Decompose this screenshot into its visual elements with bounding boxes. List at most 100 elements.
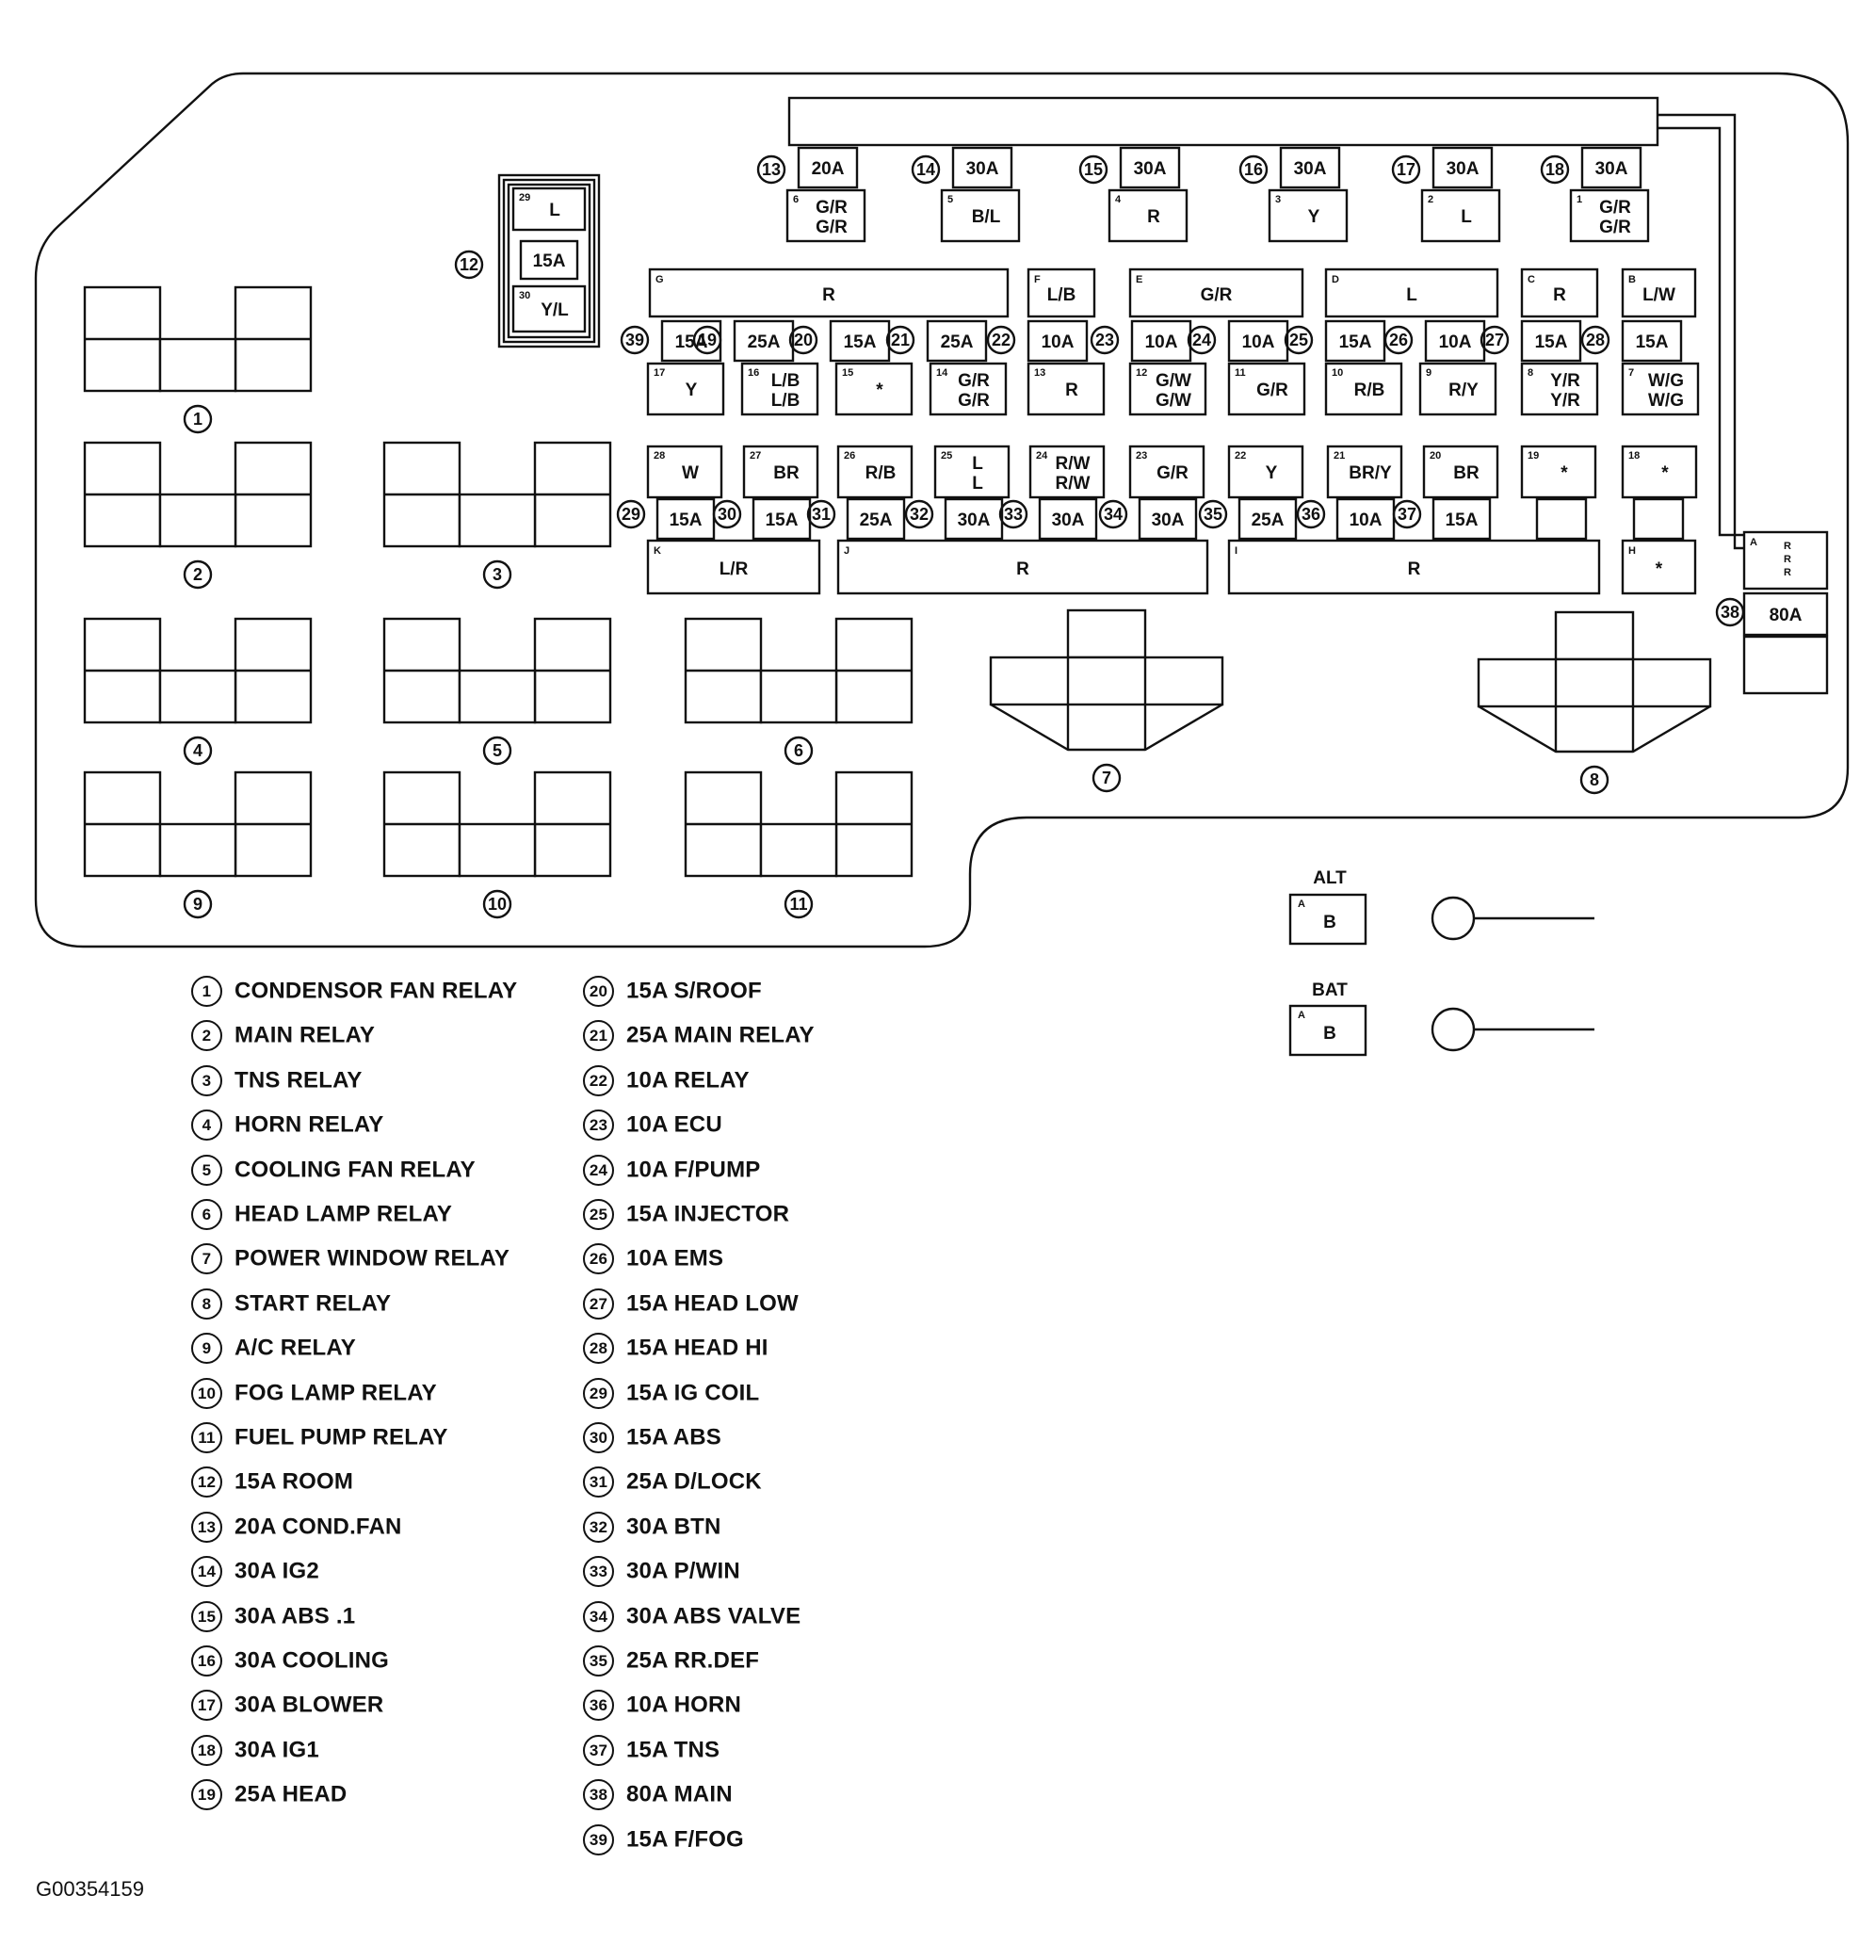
- bus-C[interactable]: CR: [1520, 267, 1599, 318]
- fuse-17-terminal[interactable]: 2L: [1420, 188, 1501, 243]
- terminal-10-wire: R/B: [1354, 381, 1385, 400]
- bat-pin: A: [1298, 1010, 1305, 1021]
- room-fuse-bottom-terminal[interactable]: 30Y/L: [511, 284, 587, 333]
- bus-K[interactable]: KL/R: [646, 539, 821, 595]
- fuse-16[interactable]: 30A: [1279, 146, 1341, 189]
- bus-J[interactable]: JR: [836, 539, 1209, 595]
- bus-B[interactable]: BL/W: [1621, 267, 1697, 318]
- fuse-34[interactable]: 30A: [1138, 497, 1198, 541]
- legend-number: 21: [583, 1020, 614, 1052]
- relay-5[interactable]: 5: [382, 617, 612, 766]
- fuse-31[interactable]: 25A: [846, 497, 906, 541]
- fuse-callout-34-number: 34: [1104, 505, 1123, 524]
- relay-9[interactable]: 9: [83, 770, 313, 919]
- fuse-slot-empty[interactable]: [1535, 497, 1588, 541]
- fuse-28[interactable]: 15A: [1621, 319, 1683, 363]
- terminal-22[interactable]: 22Y: [1227, 445, 1304, 499]
- fuse-17[interactable]: 30A: [1431, 146, 1494, 189]
- bus-I[interactable]: IR: [1227, 539, 1601, 595]
- fuse-32[interactable]: 30A: [944, 497, 1004, 541]
- relay-1[interactable]: 1: [83, 285, 313, 434]
- fuse-callout-35: 35: [1198, 499, 1228, 529]
- alt-terminal[interactable]: ALT A B: [1288, 868, 1367, 946]
- terminal-25-wire: L: [972, 454, 983, 474]
- relay-10[interactable]: 10: [382, 770, 612, 919]
- bus-F[interactable]: FL/B: [1027, 267, 1096, 318]
- fuse-18-rating: 30A: [1595, 159, 1628, 179]
- terminal-26[interactable]: 26R/B: [836, 445, 914, 499]
- fuse-15-terminal[interactable]: 4R: [1108, 188, 1189, 243]
- fuse-14[interactable]: 30A: [951, 146, 1013, 189]
- fuse-13[interactable]: 20A: [797, 146, 859, 189]
- fuse-24[interactable]: 10A: [1227, 319, 1289, 363]
- fuse-33[interactable]: 30A: [1038, 497, 1098, 541]
- fuse-16-terminal[interactable]: 3Y: [1268, 188, 1349, 243]
- bus-G[interactable]: GR: [648, 267, 1010, 318]
- terminal-28[interactable]: 28W: [646, 445, 723, 499]
- terminal-17[interactable]: 17Y: [646, 362, 725, 416]
- bus-D[interactable]: DL: [1324, 267, 1499, 318]
- relay-7[interactable]: 7: [989, 608, 1224, 793]
- fuse-35[interactable]: 25A: [1237, 497, 1298, 541]
- fuse-22[interactable]: 10A: [1027, 319, 1089, 363]
- terminal-23[interactable]: 23G/R: [1128, 445, 1205, 499]
- fuse-12[interactable]: 15A: [519, 239, 579, 281]
- legend-number: 39: [583, 1823, 614, 1855]
- fuse-callout-32-number: 32: [910, 505, 929, 524]
- fuse-callout-19: 19: [692, 325, 722, 355]
- terminal-10[interactable]: 10R/B: [1324, 362, 1403, 416]
- relay-6[interactable]: 6: [684, 617, 914, 766]
- terminal-15[interactable]: 15*: [834, 362, 914, 416]
- fuse-37[interactable]: 15A: [1431, 497, 1492, 541]
- terminal-18[interactable]: 18*: [1621, 445, 1698, 499]
- fuse-14-terminal[interactable]: 5B/L: [940, 188, 1021, 243]
- bat-terminal[interactable]: BAT A B: [1288, 980, 1367, 1057]
- relay-2-number: 2: [193, 565, 202, 584]
- fuse-18[interactable]: 30A: [1580, 146, 1642, 189]
- bus-E[interactable]: EG/R: [1128, 267, 1304, 318]
- terminal-9[interactable]: 9R/Y: [1418, 362, 1497, 416]
- fuse-26[interactable]: 10A: [1424, 319, 1486, 363]
- fuse-36[interactable]: 10A: [1335, 497, 1396, 541]
- fuse-30[interactable]: 15A: [752, 497, 812, 541]
- fuse-20[interactable]: 15A: [829, 319, 891, 363]
- fuse-38[interactable]: 80A: [1742, 591, 1829, 637]
- fuse-19[interactable]: 25A: [733, 319, 795, 363]
- fuse-29[interactable]: 15A: [655, 497, 716, 541]
- relay-1-number: 1: [193, 410, 202, 429]
- bus-H[interactable]: H*: [1621, 539, 1697, 595]
- relay-8[interactable]: 8: [1477, 610, 1712, 795]
- terminal-13[interactable]: 13R: [1027, 362, 1106, 416]
- fuse-27[interactable]: 15A: [1520, 319, 1582, 363]
- relay-11[interactable]: 11: [684, 770, 914, 919]
- relay-3[interactable]: 3: [382, 441, 612, 590]
- terminal-19[interactable]: 19*: [1520, 445, 1597, 499]
- fuse-slot-empty[interactable]: [1632, 497, 1685, 541]
- fuse-21[interactable]: 25A: [926, 319, 988, 363]
- fuse-15[interactable]: 30A: [1119, 146, 1181, 189]
- relay-4[interactable]: 4: [83, 617, 313, 766]
- fuse-callout-39: 39: [620, 325, 650, 355]
- room-fuse-top-terminal[interactable]: 29L: [511, 186, 587, 232]
- fuse-25[interactable]: 15A: [1324, 319, 1386, 363]
- terminal-11[interactable]: 11G/R: [1227, 362, 1306, 416]
- relay-2[interactable]: 2: [83, 441, 313, 590]
- fuse-23[interactable]: 10A: [1130, 319, 1192, 363]
